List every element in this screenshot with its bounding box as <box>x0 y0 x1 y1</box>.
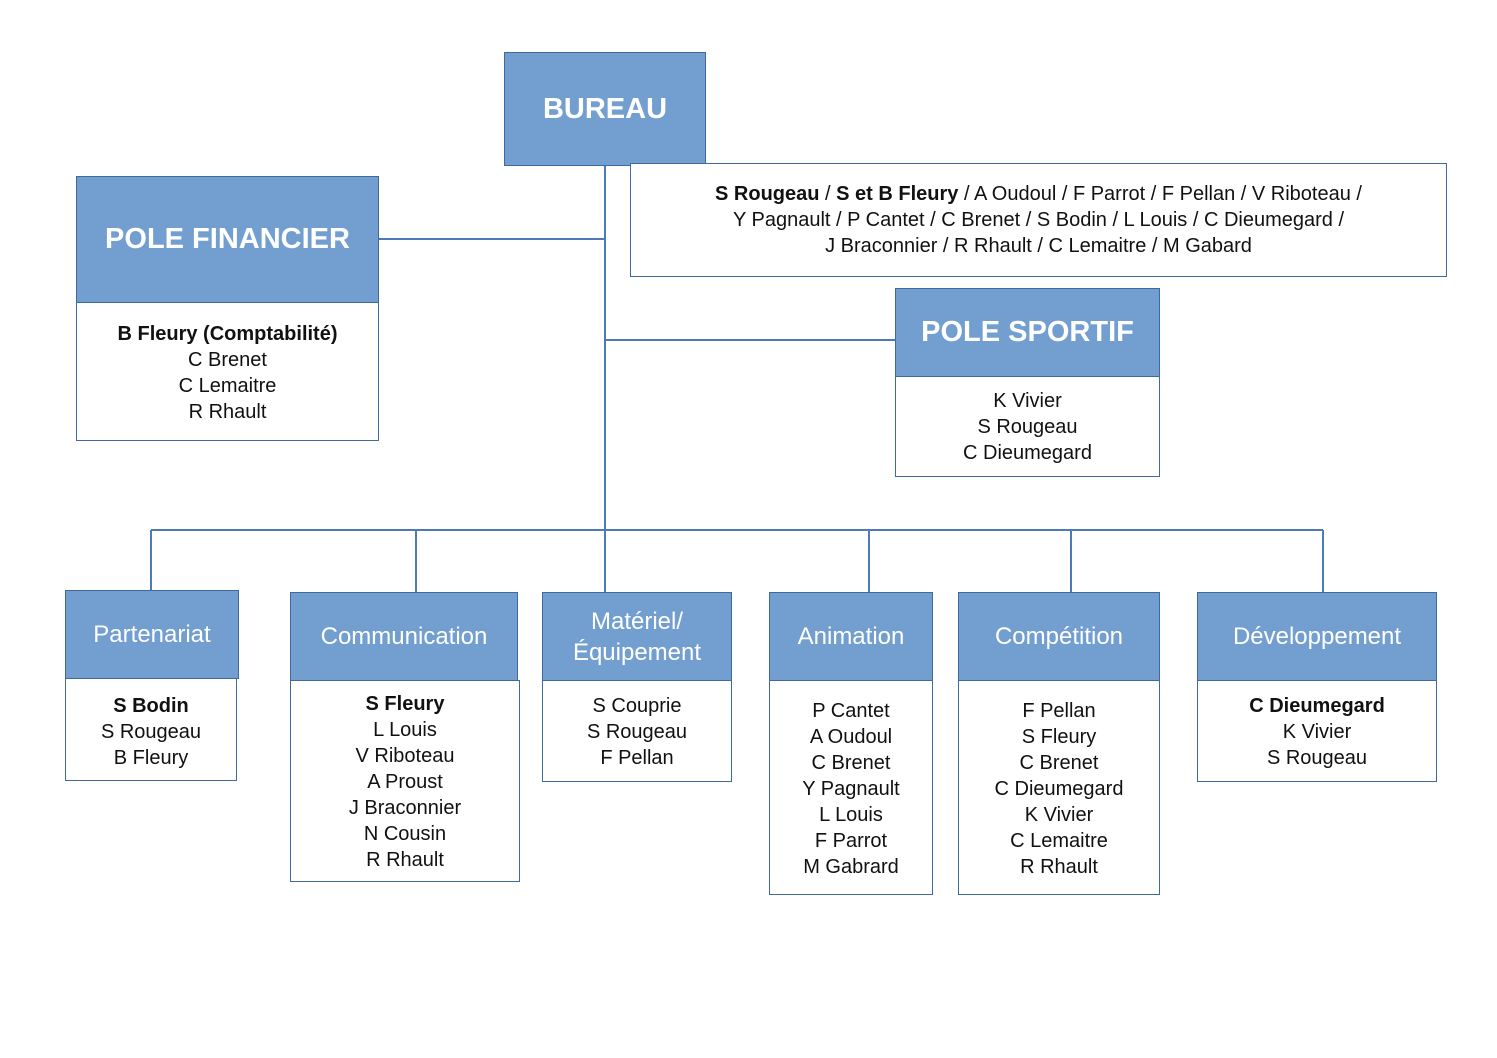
pole-sportif-title: POLE SPORTIF <box>921 316 1134 348</box>
group-competition-header: Compétition <box>958 592 1160 681</box>
group-materiel-members: S Couprie S Rougeau F Pellan <box>542 680 732 782</box>
member: K Vivier <box>1024 804 1094 826</box>
member: F Parrot <box>814 830 888 852</box>
group-title: Animation <box>797 623 905 650</box>
member: K Vivier <box>1282 721 1352 743</box>
member: A Proust <box>367 771 443 793</box>
group-lead: S Fleury <box>365 693 445 715</box>
group-title-line1: Matériel/ <box>590 607 684 635</box>
group-lead: S Bodin <box>113 695 189 717</box>
member: F Pellan <box>600 747 674 769</box>
member: V Riboteau <box>355 745 455 767</box>
group-title: Compétition <box>994 623 1124 650</box>
member: C Dieumegard <box>963 442 1092 464</box>
pole-financier-title: POLE FINANCIER <box>105 223 350 255</box>
member: K Vivier <box>993 390 1062 412</box>
member: S Fleury <box>1021 726 1097 748</box>
bureau-title: BUREAU <box>542 92 668 125</box>
group-lead: C Dieumegard <box>1249 695 1385 717</box>
member: S Rougeau <box>586 721 688 743</box>
member: R Rhault <box>366 849 444 871</box>
group-communication-header: Communication <box>290 592 518 681</box>
group-partenariat-members: S Bodin S Rougeau B Fleury <box>65 678 237 781</box>
bureau-members-box: S Rougeau / S et B Fleury / A Oudoul / F… <box>630 163 1447 277</box>
member: C Brenet <box>811 752 891 774</box>
member: L Louis <box>819 804 883 826</box>
bureau-members-line2: Y Pagnault / P Cantet / C Brenet / S Bod… <box>732 209 1345 231</box>
group-developpement-header: Développement <box>1197 592 1437 681</box>
bureau-members-line1: S Rougeau / S et B Fleury / A Oudoul / F… <box>715 183 1362 205</box>
group-developpement-members: C Dieumegard K Vivier S Rougeau <box>1197 680 1437 782</box>
group-animation-members: P Cantet A Oudoul C Brenet Y Pagnault L … <box>769 680 933 895</box>
group-animation-header: Animation <box>769 592 933 681</box>
member: N Cousin <box>363 823 447 845</box>
member: F Pellan <box>1022 700 1096 722</box>
member: C Dieumegard <box>994 778 1124 800</box>
group-title: Partenariat <box>93 621 211 648</box>
member: C Lemaitre <box>1010 830 1108 852</box>
member: S Rougeau <box>977 416 1078 438</box>
group-materiel-header: Matériel/ Équipement <box>542 592 732 681</box>
bureau-header: BUREAU <box>504 52 706 166</box>
member: C Brenet <box>188 349 267 371</box>
member: M Gabrard <box>803 856 899 878</box>
member: R Rhault <box>1020 856 1098 878</box>
member: A Oudoul <box>809 726 893 748</box>
pole-sportif-members: K Vivier S Rougeau C Dieumegard <box>895 376 1160 477</box>
bureau-members-text: S Rougeau / S et B Fleury / A Oudoul / F… <box>715 181 1362 259</box>
group-title: Communication <box>320 623 488 650</box>
pole-financier-members: B Fleury (Comptabilité) C Brenet C Lemai… <box>76 302 379 441</box>
pole-financier-lead: B Fleury (Comptabilité) <box>117 323 338 345</box>
member: C Lemaitre <box>178 375 277 397</box>
member: B Fleury <box>113 747 189 769</box>
pole-financier-header: POLE FINANCIER <box>76 176 379 303</box>
bureau-president: S Rougeau <box>715 183 820 205</box>
member: S Rougeau <box>1266 747 1368 769</box>
bureau-members-line3: J Braconnier / R Rhault / C Lemaitre / M… <box>825 235 1252 257</box>
member: R Rhault <box>188 401 267 423</box>
member: P Cantet <box>812 700 890 722</box>
group-title-line2: Équipement <box>572 638 702 666</box>
member: S Couprie <box>592 695 682 717</box>
member: L Louis <box>373 719 437 741</box>
member: S Rougeau <box>100 721 202 743</box>
group-partenariat-header: Partenariat <box>65 590 239 679</box>
pole-sportif-header: POLE SPORTIF <box>895 288 1160 377</box>
member: J Braconnier <box>348 797 462 819</box>
bureau-vice: S et B Fleury <box>836 183 959 205</box>
group-communication-members: S Fleury L Louis V Riboteau A Proust J B… <box>290 680 520 882</box>
group-title: Développement <box>1232 623 1402 650</box>
member: Y Pagnault <box>802 778 900 800</box>
group-competition-members: F Pellan S Fleury C Brenet C Dieumegard … <box>958 680 1160 895</box>
member: C Brenet <box>1019 752 1099 774</box>
